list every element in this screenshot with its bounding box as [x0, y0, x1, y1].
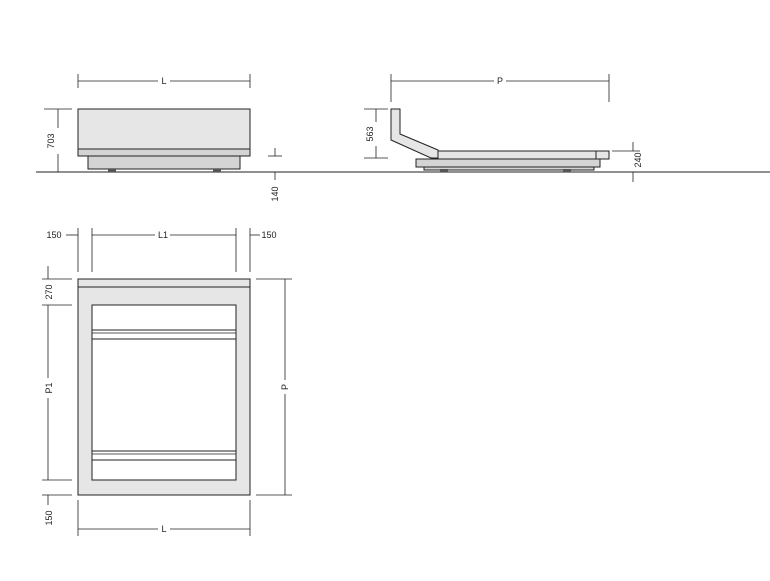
- plan-view-slat-top: [91, 329, 237, 340]
- side-view-foot-left: [440, 169, 448, 172]
- side-view: P 563 240: [364, 74, 643, 182]
- front-view: L 703 140: [44, 74, 282, 202]
- front-base-label: 140: [270, 186, 280, 201]
- front-view-foot-right: [213, 169, 221, 172]
- side-view-mattress: [437, 150, 597, 160]
- front-view-mattress: [77, 108, 251, 150]
- side-view-frame: [415, 158, 601, 168]
- plan-total-width-label: L: [161, 524, 166, 534]
- front-view-base: [87, 155, 241, 170]
- front-view-frame: [77, 148, 251, 157]
- side-view-headboard: [390, 108, 439, 159]
- plan-left-margin-label: 150: [46, 230, 61, 240]
- plan-right-margin-label: 150: [261, 230, 276, 240]
- front-height-label: 703: [46, 133, 56, 148]
- plan-view-slat-bottom: [91, 450, 237, 461]
- plan-head-label: 270: [44, 284, 54, 299]
- side-view-base: [423, 166, 595, 171]
- front-width-label: L: [161, 76, 166, 86]
- front-view-foot-left: [108, 169, 116, 172]
- plan-total-depth-label: P: [280, 384, 290, 390]
- plan-inner-width-label: L1: [158, 230, 168, 240]
- plan-foot-label: 150: [44, 510, 54, 525]
- plan-view-headboard: [77, 278, 251, 288]
- side-depth-label: P: [497, 76, 503, 86]
- side-view-foot-right: [563, 169, 571, 172]
- plan-view: 150 L1 150 270 P1 150 P L: [42, 228, 292, 536]
- side-base-height-label: 240: [633, 152, 643, 167]
- side-view-foot-end: [595, 150, 610, 160]
- plan-inner-depth-label: P1: [44, 382, 54, 393]
- side-back-height-label: 563: [365, 126, 375, 141]
